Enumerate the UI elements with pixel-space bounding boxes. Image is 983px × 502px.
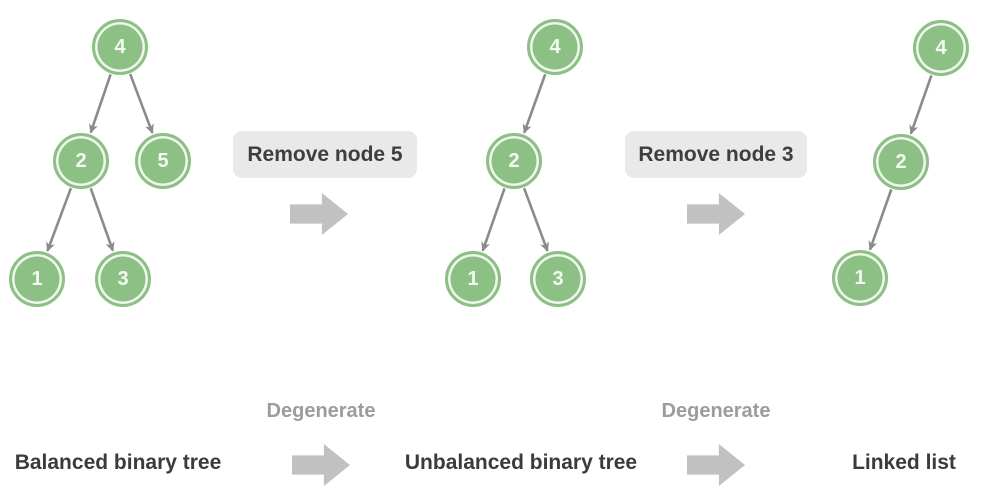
node-value: 3 (117, 268, 129, 290)
node-value: 2 (508, 150, 520, 172)
edge-balanced-2-1 (46, 187, 73, 252)
tree-node: 4 (913, 20, 969, 76)
caption-linked-list: Linked list (852, 451, 956, 474)
tree-node: 3 (530, 251, 586, 307)
remove-node-5-badge: Remove node 5 (233, 131, 417, 178)
edge-linkedlist-4-2 (909, 74, 933, 135)
edge-balanced-4-5 (128, 73, 154, 134)
edge-unbalanced-2-1 (481, 187, 506, 252)
node-value: 4 (114, 36, 126, 58)
node-value: 5 (157, 150, 169, 172)
tree-node: 2 (873, 134, 929, 190)
node-value: 1 (854, 267, 866, 289)
node-value: 3 (552, 268, 564, 290)
caption-degenerate-2: Degenerate (661, 400, 771, 422)
edge-balanced-2-3 (89, 187, 115, 252)
remove-node-3-badge: Remove node 3 (625, 131, 807, 178)
tree-node: 2 (53, 133, 109, 189)
edge-unbalanced-2-3 (522, 187, 549, 252)
edge-linkedlist-2-1 (868, 188, 893, 251)
caption-balanced-binary-tree: Balanced binary tree (14, 451, 222, 474)
edge-unbalanced-4-2 (522, 73, 547, 134)
caption-degenerate-1: Degenerate (266, 400, 376, 422)
node-value: 4 (935, 37, 947, 59)
tree-node: 1 (832, 250, 888, 306)
node-value: 4 (549, 36, 561, 58)
node-value: 2 (75, 150, 87, 172)
tree-node: 4 (92, 19, 148, 75)
tree-node: 4 (527, 19, 583, 75)
tree-node: 5 (135, 133, 191, 189)
tree-node: 1 (9, 251, 65, 307)
node-value: 2 (895, 151, 907, 173)
caption-unbalanced-binary-tree: Unbalanced binary tree (404, 451, 638, 474)
tree-node: 2 (486, 133, 542, 189)
node-value: 1 (31, 268, 43, 290)
tree-node: 3 (95, 251, 151, 307)
node-value: 1 (467, 268, 479, 290)
tree-node: 1 (445, 251, 501, 307)
edge-balanced-4-2 (89, 73, 112, 134)
